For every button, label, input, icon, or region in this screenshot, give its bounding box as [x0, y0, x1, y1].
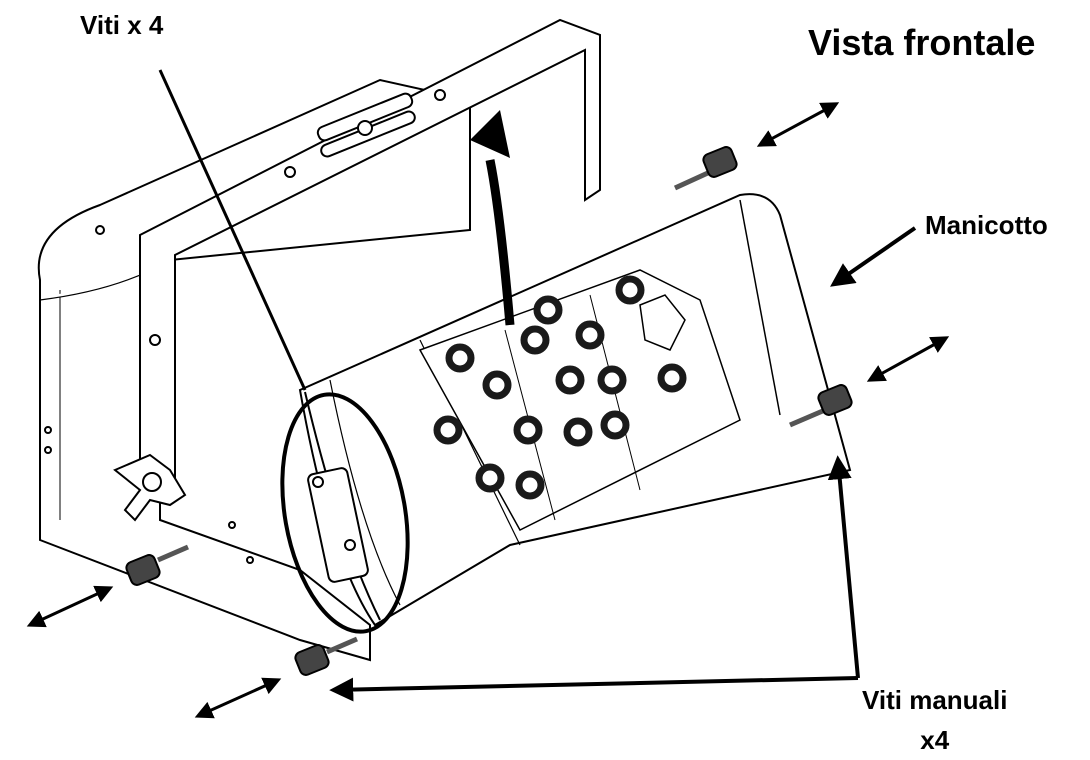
- sleeve-pointer-arrow: [830, 226, 917, 287]
- hand-screws-label-line1: Viti manuali: [862, 685, 1008, 715]
- sleeve-label: Manicotto: [925, 210, 1048, 240]
- rotation-arrow: [470, 110, 515, 326]
- diagram-title: Vista frontale: [808, 22, 1036, 63]
- screws-highlight-circle: [280, 392, 410, 634]
- hand-screw-left: [125, 544, 189, 586]
- sensor: [639, 294, 686, 351]
- hand-screw-top-right: [673, 146, 738, 191]
- hand-screws-leaders: [329, 455, 860, 702]
- screws-x4-leader: [158, 69, 307, 391]
- movement-arrows: [26, 102, 950, 719]
- hand-screws-label: Viti manuali x4: [862, 680, 1007, 760]
- screws-x4-label: Viti x 4: [80, 10, 164, 40]
- hand-screw-bottom: [294, 636, 358, 676]
- hand-screws-label-line2: x4: [920, 725, 950, 755]
- hand-screw-right: [789, 384, 853, 428]
- fixture-housing: [37, 78, 471, 662]
- star-knob: [113, 453, 187, 522]
